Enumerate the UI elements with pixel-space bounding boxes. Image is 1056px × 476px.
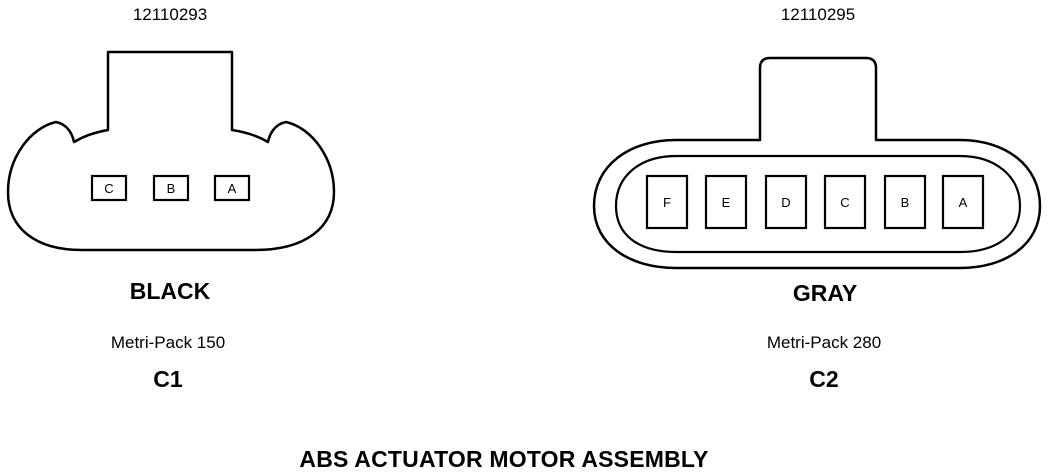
c2-pin-f: F	[645, 174, 689, 230]
c2-pin-a-label: A	[959, 195, 968, 210]
c1-pin-a-label: A	[228, 181, 237, 196]
c1-connector-id: C1	[153, 366, 183, 392]
c2-color-label: GRAY	[792, 280, 858, 306]
c2-pin-c: C	[823, 174, 867, 230]
c2-pin-d-label: D	[781, 195, 790, 210]
c1-part-number: 12110293	[132, 5, 208, 24]
c1-pin-c: C	[90, 174, 128, 202]
c1-pin-b: B	[152, 174, 190, 202]
c2-part-number: 12110295	[780, 5, 856, 24]
c1-color-label: BLACK	[129, 278, 211, 304]
c2-series-label: Metri-Pack 280	[766, 333, 882, 352]
c2-pin-f-label: F	[663, 195, 671, 210]
c2-pin-b: B	[883, 174, 927, 230]
c1-series-label: Metri-Pack 150	[110, 333, 226, 352]
c2-pin-e: E	[704, 174, 748, 230]
c1-pin-b-label: B	[167, 181, 176, 196]
c2-connector-id: C2	[809, 366, 839, 392]
diagram-title: ABS ACTUATOR MOTOR ASSEMBLY	[299, 446, 709, 472]
c1-pin-a: A	[213, 174, 251, 202]
c2-pin-b-label: B	[901, 195, 910, 210]
c2-pin-d: D	[764, 174, 808, 230]
c2-pin-e-label: E	[722, 195, 731, 210]
c1-pin-c-label: C	[104, 181, 113, 196]
c2-pin-c-label: C	[840, 195, 849, 210]
c2-pin-a: A	[941, 174, 985, 230]
